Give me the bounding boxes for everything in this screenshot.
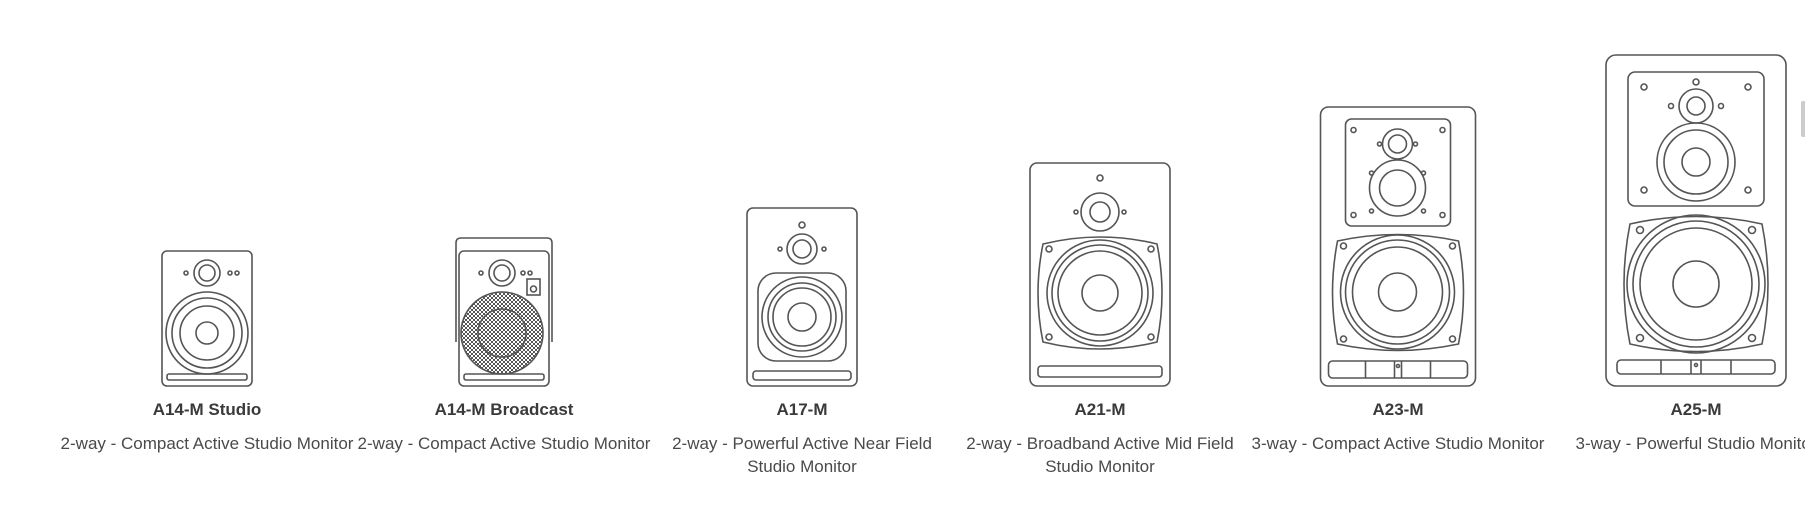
product-title[interactable]: A14-M Studio — [152, 400, 262, 419]
speaker-a23-m-image — [1319, 106, 1477, 387]
speaker-a17-m-image — [746, 207, 858, 387]
product-a21-m[interactable]: A21-M 2-way - Broadband Active Mid Field… — [951, 0, 1249, 513]
product-title[interactable]: A21-M — [1074, 400, 1126, 419]
product-a14-m-studio[interactable]: A14-M Studio 2-way - Compact Active Stud… — [58, 0, 356, 513]
product-description: 2-way - Compact Active Studio Monitor — [60, 434, 354, 453]
product-description: 2-way - Broadband Active Mid Field Studi… — [966, 434, 1234, 476]
product-description: 2-way - Powerful Active Near Field Studi… — [672, 434, 932, 476]
product-a17-m[interactable]: A17-M 2-way - Powerful Active Near Field… — [653, 0, 951, 513]
product-description: 2-way - Compact Active Studio Monitor — [357, 434, 651, 453]
product-a25-m[interactable]: A25-M 3-way - Powerful Studio Monitor — [1547, 0, 1805, 513]
speaker-a21-m-image — [1029, 162, 1171, 387]
product-title[interactable]: A14-M Broadcast — [434, 400, 574, 419]
product-a23-m[interactable]: A23-M 3-way - Compact Active Studio Moni… — [1249, 0, 1547, 513]
product-a14-m-broadcast[interactable]: A14-M Broadcast 2-way - Compact Active S… — [355, 0, 653, 513]
product-title[interactable]: A17-M — [776, 400, 828, 419]
product-description: 3-way - Powerful Studio Monitor — [1575, 434, 1805, 453]
speaker-a14-m-broadcast-image — [455, 237, 553, 387]
carousel-next-edge[interactable] — [1801, 101, 1805, 137]
product-title[interactable]: A23-M — [1372, 400, 1424, 419]
product-title[interactable]: A25-M — [1670, 400, 1722, 419]
speaker-a14-m-studio-image — [161, 250, 253, 387]
product-description: 3-way - Compact Active Studio Monitor — [1251, 434, 1545, 453]
speaker-a25-m-image — [1605, 54, 1787, 387]
